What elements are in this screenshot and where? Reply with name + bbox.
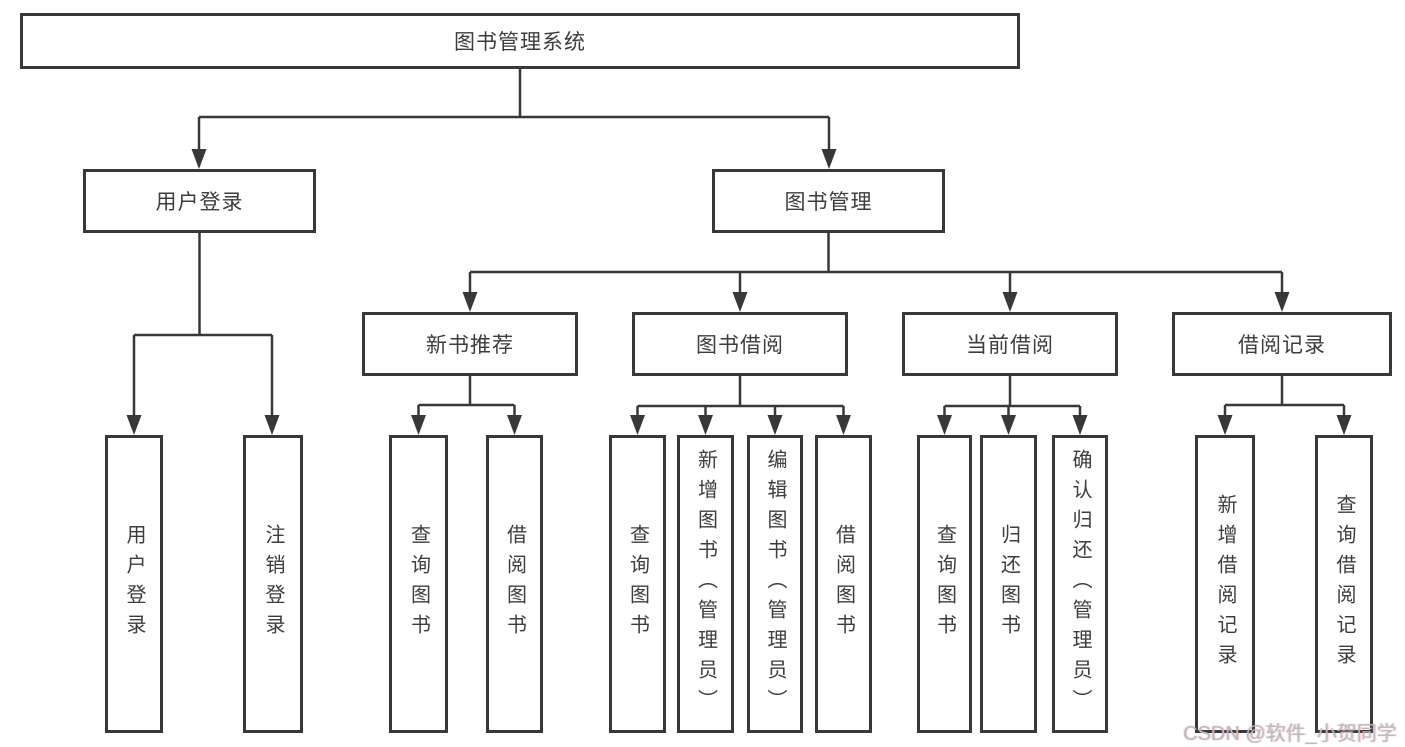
connector-book-management-children <box>462 233 1290 312</box>
node-current-borrow: 当前借阅 <box>902 312 1118 376</box>
node-library-management-system: 图书管理系统 <box>20 13 1020 69</box>
node-label: 查询借阅记录 <box>1333 494 1355 674</box>
leaf-borrow-books-borrow: 借阅图书 <box>815 435 872 733</box>
node-label: 图书借阅 <box>696 334 784 357</box>
leaf-user-login: 用户登录 <box>105 435 163 733</box>
leaf-add-borrow-record: 新增借阅记录 <box>1195 435 1255 733</box>
node-label: 借阅图书 <box>832 524 855 644</box>
connector-new-book-recommend-children <box>411 376 522 435</box>
leaf-edit-book-admin: 编辑图书（管理员） <box>747 435 803 733</box>
node-label: 确认归还（管理员） <box>1069 449 1091 719</box>
leaf-confirm-return-admin: 确认归还（管理员） <box>1052 435 1108 733</box>
leaf-return-books: 归还图书 <box>980 435 1037 733</box>
node-label: 用户登录 <box>155 191 244 214</box>
node-label: 新书推荐 <box>426 334 514 357</box>
node-label: 编辑图书（管理员） <box>764 449 786 719</box>
node-label: 用户登录 <box>123 524 145 644</box>
leaf-borrow-books-recommend: 借阅图书 <box>486 435 543 733</box>
node-new-book-recommend: 新书推荐 <box>362 312 578 376</box>
connector-user-login-children <box>126 233 280 435</box>
leaf-query-borrow-record: 查询借阅记录 <box>1315 435 1373 733</box>
connector-root-to-level2 <box>191 69 837 169</box>
leaf-logout: 注销登录 <box>243 435 303 733</box>
connector-book-borrow-children <box>630 376 851 435</box>
connector-borrow-records-children <box>1217 376 1352 435</box>
node-label: 归还图书 <box>997 524 1020 644</box>
node-label: 查询图书 <box>933 524 956 644</box>
node-label: 查询图书 <box>407 524 430 644</box>
node-label: 新增借阅记录 <box>1214 494 1236 674</box>
watermark-csdn: CSDN @软件_小贺同学 <box>1183 723 1397 745</box>
leaf-add-book-admin: 新增图书（管理员） <box>677 435 734 733</box>
connector-current-borrow-children <box>937 376 1088 435</box>
leaf-query-books-borrow: 查询图书 <box>609 435 666 733</box>
leaf-query-books-recommend: 查询图书 <box>389 435 448 733</box>
node-label: 当前借阅 <box>966 334 1054 357</box>
node-book-management: 图书管理 <box>712 169 945 233</box>
node-label: 查询图书 <box>626 524 649 644</box>
node-label: 图书管理系统 <box>454 31 586 54</box>
node-borrow-records: 借阅记录 <box>1172 312 1392 376</box>
node-label: 借阅图书 <box>503 524 526 644</box>
node-book-borrow: 图书借阅 <box>632 312 848 376</box>
leaf-query-books-current: 查询图书 <box>917 435 972 733</box>
node-label: 图书管理 <box>784 191 873 214</box>
node-label: 新增图书（管理员） <box>694 449 717 719</box>
node-user-login: 用户登录 <box>83 169 316 233</box>
node-label: 注销登录 <box>262 524 284 644</box>
node-label: 借阅记录 <box>1238 334 1326 357</box>
